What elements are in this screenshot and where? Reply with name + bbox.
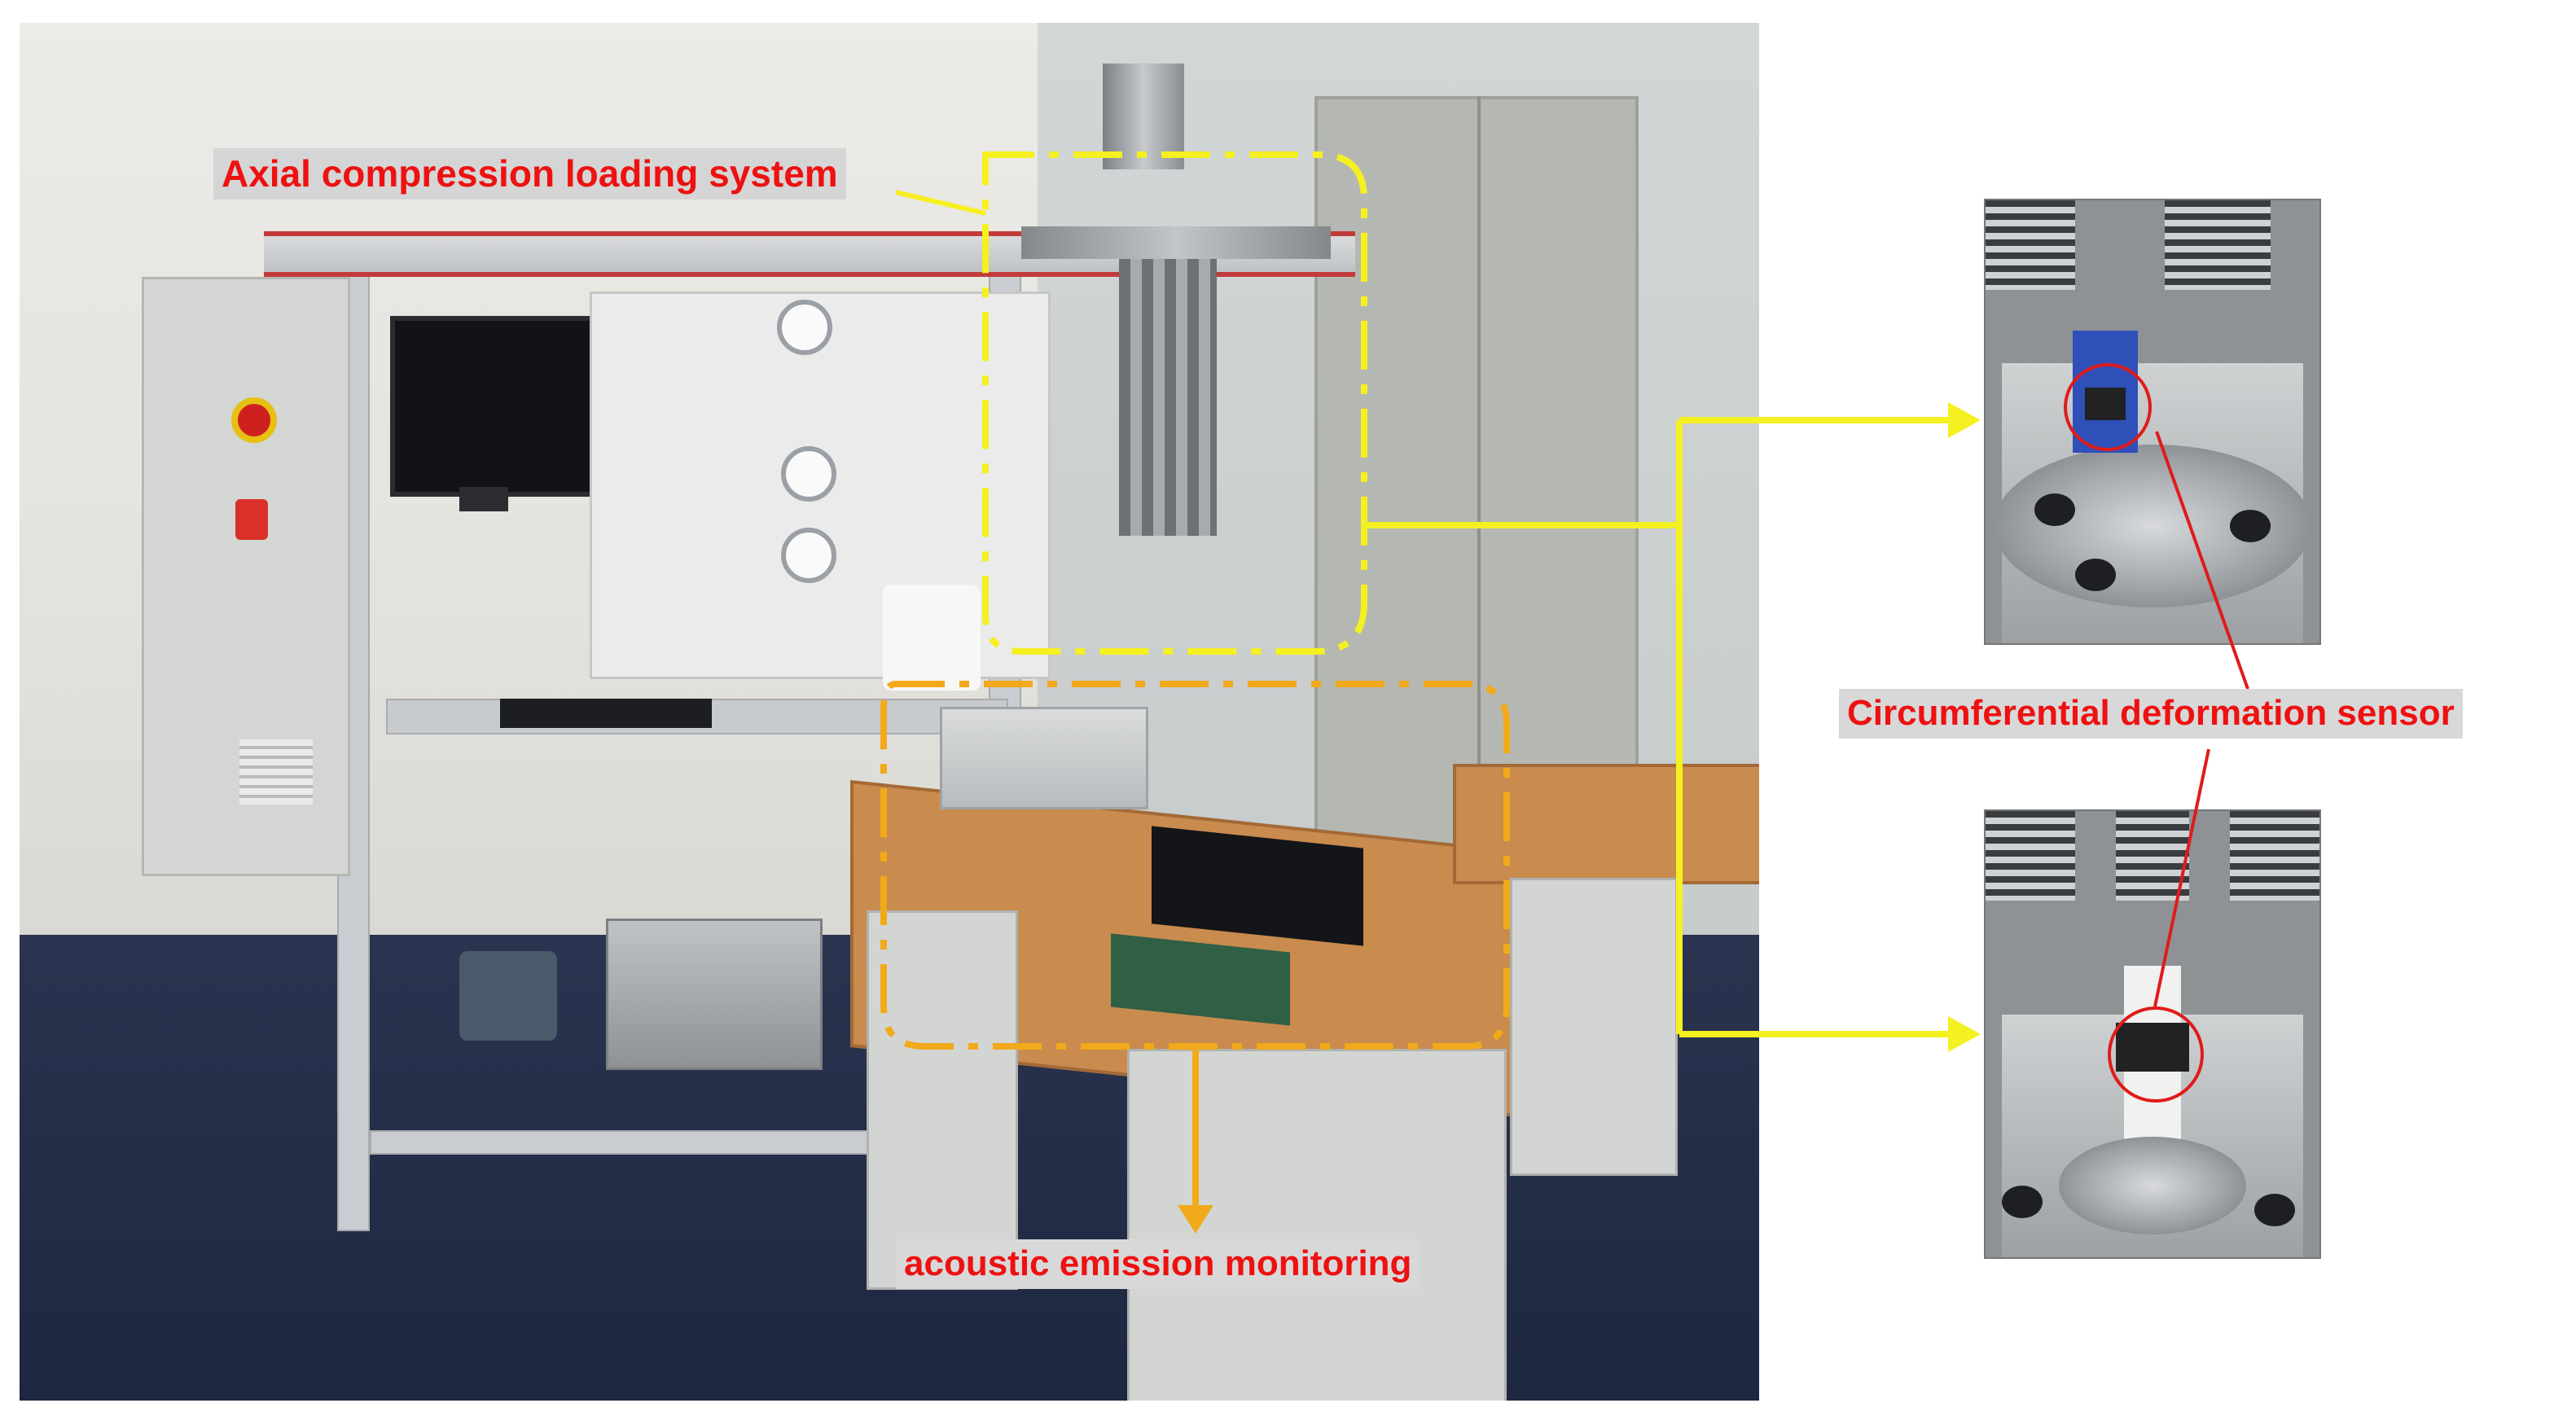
- motor: [459, 951, 557, 1041]
- acoustic-emission-device: [940, 707, 1148, 809]
- spring-stack: [1986, 811, 2075, 901]
- sensor-leader-bottom: [2153, 748, 2210, 1007]
- lab-equipment-photo: [20, 23, 1759, 1401]
- axial-label-leader: [895, 190, 986, 216]
- platform-hole: [2075, 559, 2116, 591]
- sensor-photo-bottom: [1984, 809, 2321, 1259]
- pressure-gauge: [781, 446, 836, 502]
- acoustic-area-box: [880, 681, 1510, 1050]
- pressure-gauge: [781, 528, 836, 583]
- sensor-photo-top: [1984, 199, 2321, 645]
- sensor-highlight-circle: [2108, 1006, 2204, 1103]
- arrow-to-top-inset-head: [1948, 402, 1981, 438]
- sensor-leader-top: [2155, 431, 2249, 690]
- sensor-highlight-circle: [2064, 363, 2152, 451]
- platform-hole: [2034, 493, 2075, 526]
- spring-stack: [1986, 200, 2075, 290]
- arrow-to-bottom-inset-head: [1948, 1016, 1981, 1052]
- power-switch: [235, 499, 268, 540]
- keyboard: [500, 699, 712, 728]
- loading-rods: [1119, 259, 1217, 536]
- spring-stack: [2116, 811, 2189, 901]
- paper-roll: [883, 585, 981, 691]
- axial-system-box: [982, 151, 1367, 655]
- emergency-stop-button: [231, 397, 277, 443]
- monitor-stand: [459, 487, 508, 511]
- platform-hole: [2002, 1186, 2043, 1218]
- storage-cabinet-door: [1477, 96, 1635, 927]
- specimen-platform: [2059, 1137, 2246, 1234]
- label-axial-compression-loading-system: Axial compression loading system: [213, 148, 846, 200]
- label-circumferential-deformation-sensor: Circumferential deformation sensor: [1839, 689, 2463, 739]
- platform-hole: [2254, 1194, 2295, 1226]
- platform-hole: [2230, 510, 2271, 542]
- pressure-gauge: [777, 300, 832, 355]
- monitor: [390, 316, 595, 497]
- acoustic-arrow-head: [1178, 1205, 1213, 1234]
- spring-stack: [2230, 811, 2319, 901]
- spring-stack: [2165, 200, 2271, 290]
- label-acoustic-emission-monitoring: acoustic emission monitoring: [896, 1239, 1420, 1289]
- hydraulic-pump: [606, 919, 823, 1070]
- vent-grille: [239, 739, 313, 805]
- loading-plate: [1021, 226, 1331, 259]
